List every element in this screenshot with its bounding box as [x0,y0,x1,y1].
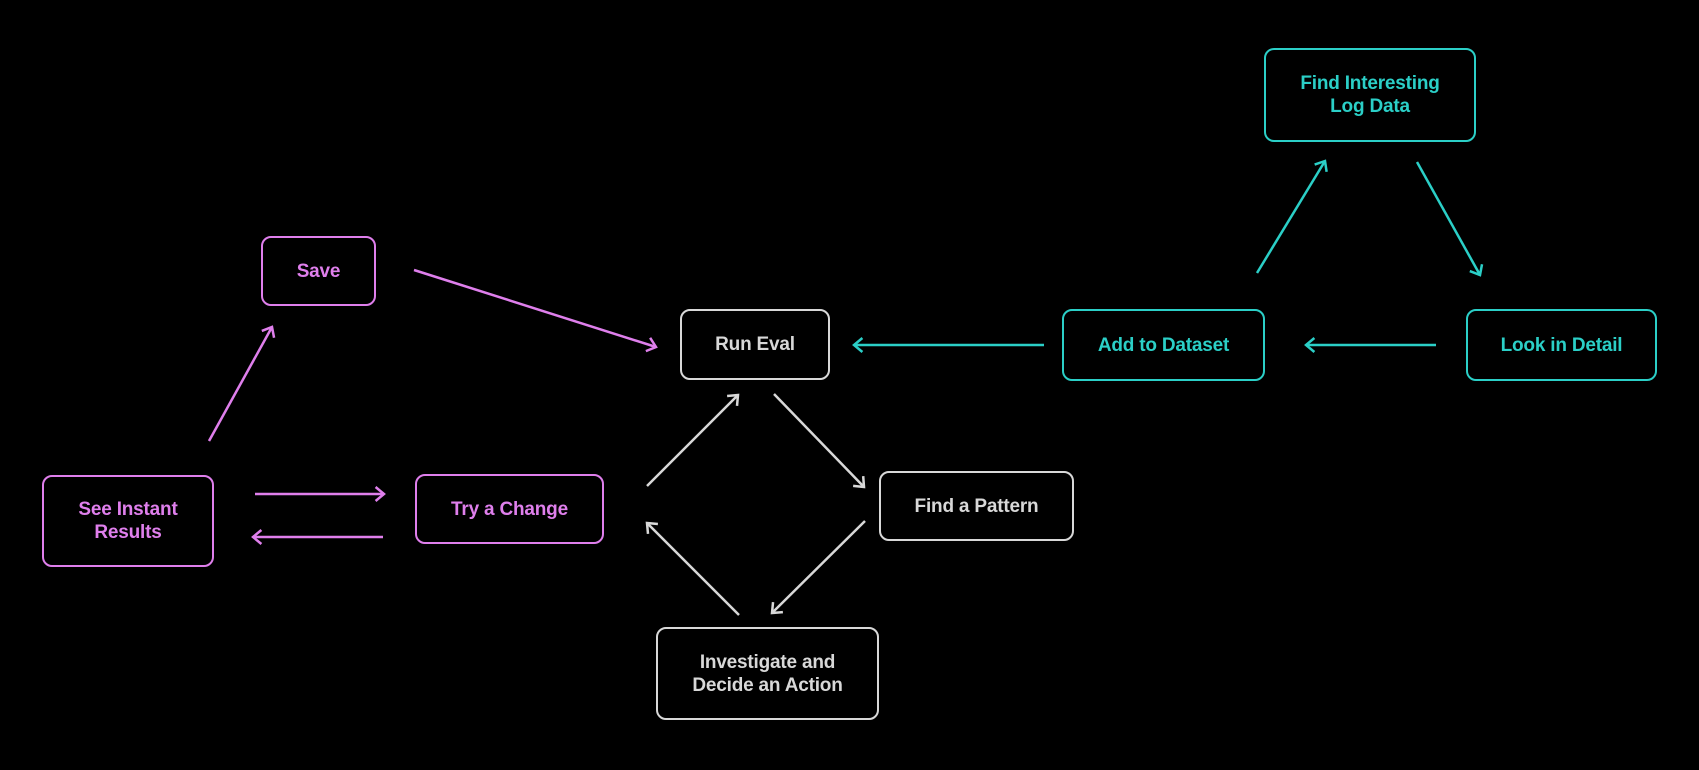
node-find-a-pattern: Find a Pattern [879,471,1074,541]
node-try-a-change: Try a Change [415,474,604,544]
node-run-eval: Run Eval [680,309,830,380]
node-add-to-dataset-label-line: Add to Dataset [1097,334,1230,356]
node-add-to-dataset-label: Add to Dataset [1098,334,1229,357]
edge-see-instant-results-to-save [207,325,276,442]
node-see-instant-results-label: See Instant Results [78,498,177,544]
node-save-label: Save [297,260,341,283]
node-investigate-decide-action-label-line: Decide an Action [692,674,843,696]
node-look-in-detail: Look in Detail [1466,309,1657,381]
edge-find-a-pattern-to-investigate [770,520,866,615]
node-find-a-pattern-label-line: Find a Pattern [914,495,1039,517]
node-find-interesting-log-data: Find Interesting Log Data [1264,48,1476,142]
node-investigate-decide-action-label: Investigate and Decide an Action [692,651,842,697]
edge-add-to-dataset-to-find-interesting [1255,159,1328,274]
node-run-eval-label-line: Run Eval [715,334,795,355]
edge-find-interesting-to-look-in-detail [1415,161,1484,277]
node-save-label-line: Save [296,260,341,282]
node-add-to-dataset: Add to Dataset [1062,309,1265,381]
node-investigate-decide-action: Investigate and Decide an Action [656,627,879,720]
edge-try-a-change-to-run-eval [646,393,740,487]
node-see-instant-results-label-line: Results [94,522,162,543]
edge-investigate-to-try-a-change [645,521,740,616]
node-see-instant-results-label-line: See Instant [78,499,178,520]
node-look-in-detail-label-line: Look in Detail [1500,334,1623,356]
edge-run-eval-to-find-a-pattern [773,393,866,489]
node-look-in-detail-label: Look in Detail [1501,334,1623,357]
node-find-a-pattern-label: Find a Pattern [915,495,1039,518]
node-find-interesting-log-data-label-line: Log Data [1330,96,1410,117]
node-find-interesting-log-data-label: Find Interesting Log Data [1300,72,1440,118]
node-try-a-change-label-line: Try a Change [451,498,568,520]
node-investigate-decide-action-label-line: Investigate and [699,651,836,673]
edge-save-to-run-eval [413,268,658,353]
node-find-interesting-log-data-label-line: Find Interesting [1300,73,1440,94]
node-save: Save [261,236,376,306]
node-run-eval-label: Run Eval [715,333,795,356]
node-try-a-change-label: Try a Change [451,498,568,521]
node-see-instant-results: See Instant Results [42,475,214,567]
